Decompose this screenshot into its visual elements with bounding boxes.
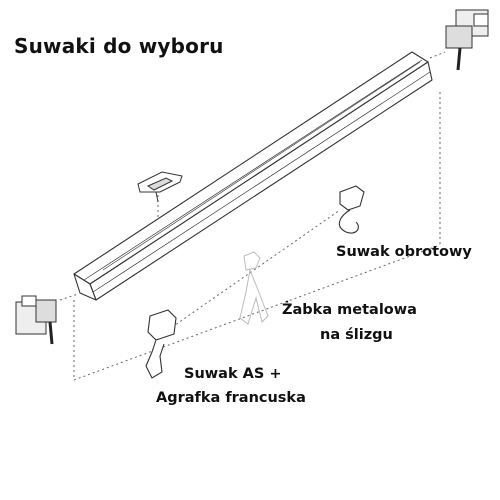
label-swivel-slider: Suwak obrotowy <box>336 244 472 260</box>
rail-lip-line <box>102 61 421 271</box>
assembly-guide-bottom <box>73 244 441 381</box>
left-end-cap-top <box>21 295 37 307</box>
swivel-slider-head <box>339 185 365 211</box>
label-metal-clip-line2: na ślizgu <box>320 327 393 343</box>
metal-clip-slider-head <box>243 251 261 271</box>
rail-groove-line <box>83 59 423 281</box>
left-end-cap <box>15 295 57 345</box>
left-end-cap-screw <box>48 321 54 345</box>
top-clip-pin <box>155 191 159 203</box>
metal-clip-slider-jaws <box>239 268 269 325</box>
as-slider-head <box>147 309 177 341</box>
swivel-slider-hook <box>338 209 359 234</box>
right-end-cap-block <box>445 25 473 49</box>
top-clip <box>137 171 183 203</box>
assembly-guides <box>59 51 446 381</box>
right-end-cap <box>445 9 489 71</box>
rail <box>73 51 433 301</box>
rail-inner-line <box>92 71 431 293</box>
french-hook <box>145 339 165 379</box>
assembly-guide-right-cap <box>429 51 446 59</box>
swivel-slider <box>338 185 365 234</box>
label-as-slider-line2: Agrafka francuska <box>156 390 306 406</box>
as-slider-with-hook <box>145 309 177 379</box>
rail-front-face <box>73 273 97 301</box>
metal-clip-slider <box>239 251 269 325</box>
left-end-cap-block <box>35 299 57 323</box>
page-title: Suwaki do wyboru <box>14 34 224 58</box>
assembly-guide-left-cap <box>59 293 79 301</box>
label-metal-clip-line1: Żabka metalowa <box>282 302 417 318</box>
right-end-cap-screw <box>456 47 462 71</box>
right-end-cap-top <box>473 13 489 27</box>
rail-side-face <box>89 61 433 301</box>
top-clip-slot <box>146 177 174 191</box>
label-as-slider-line1: Suwak AS + <box>184 366 282 382</box>
